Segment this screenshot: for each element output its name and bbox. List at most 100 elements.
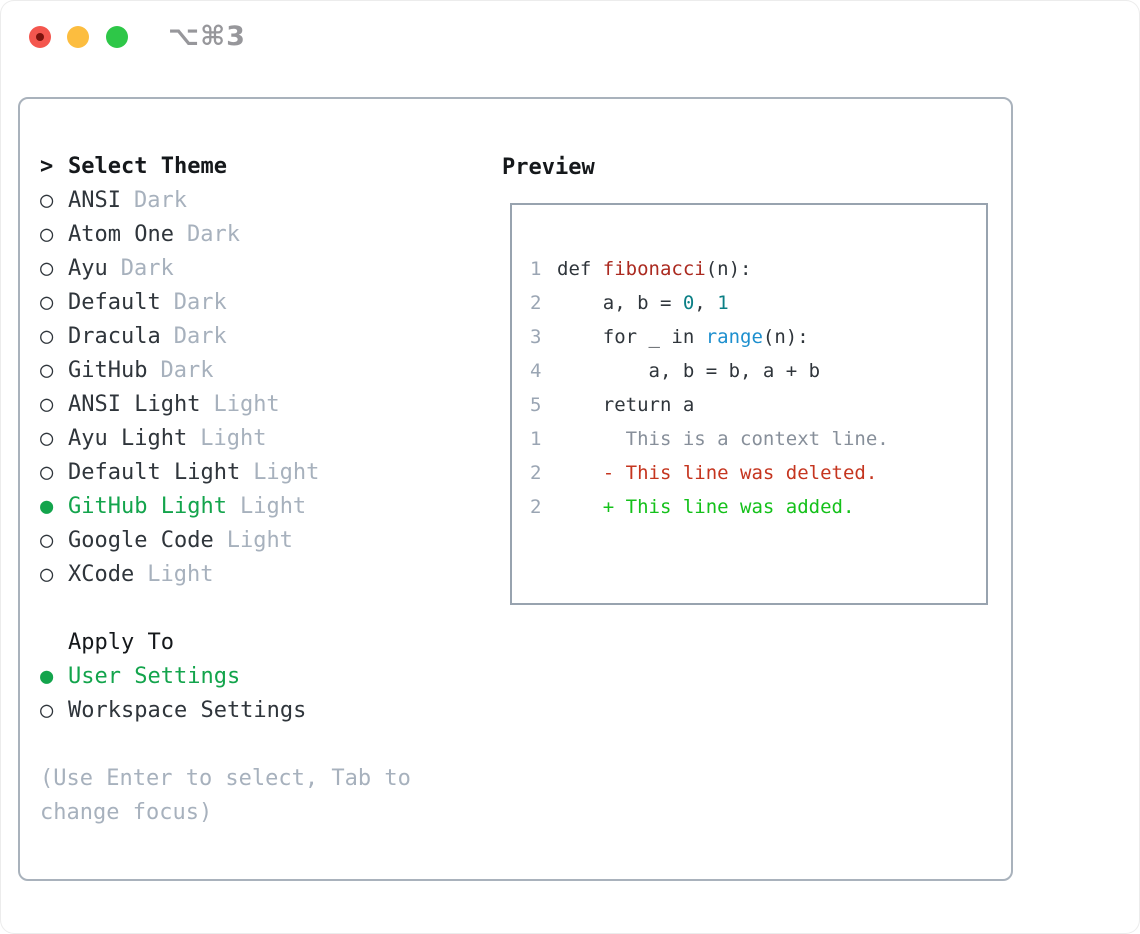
theme-option[interactable]: ○ Google Code Light (40, 524, 411, 558)
code-token: a, b = b, a + b (557, 360, 821, 382)
theme-variant: Dark (173, 290, 227, 315)
line-number: 4 (530, 360, 542, 382)
theme-variant: Dark (133, 188, 187, 213)
radio-unselected-icon: ○ (40, 188, 54, 213)
theme-name: Default Light (68, 460, 241, 485)
select-theme-label: Select Theme (68, 154, 227, 179)
theme-name: Default (68, 290, 161, 315)
theme-option[interactable]: ○ Default Dark (40, 286, 411, 320)
theme-name: Ayu (68, 256, 108, 281)
theme-name: Ayu Light (68, 426, 188, 451)
theme-name: GitHub Light (68, 494, 227, 519)
theme-option[interactable]: ○ Ayu Light Light (40, 422, 411, 456)
record-dot-icon (36, 33, 44, 41)
radio-unselected-icon: ○ (40, 324, 54, 349)
window-title: ⌥⌘3 (168, 21, 246, 52)
theme-variant: Light (239, 494, 307, 519)
code-token: a, b = (557, 292, 683, 314)
code-token: for _ in (557, 326, 706, 348)
theme-name: Dracula (68, 324, 161, 349)
radio-unselected-icon: ○ (40, 528, 54, 553)
code-token: (n): (762, 326, 809, 348)
line-number: 2 (530, 462, 542, 484)
line-number: 5 (530, 394, 542, 416)
apply-option-label: Workspace Settings (68, 698, 307, 723)
minimize-button[interactable] (67, 26, 89, 48)
theme-variant: Light (200, 426, 267, 451)
code-line: 2 a, b = 0, 1 (530, 286, 986, 320)
radio-unselected-icon: ○ (40, 290, 54, 315)
radio-selected-icon: ● (40, 664, 54, 689)
code-token: + This line was added. (557, 496, 855, 518)
close-button[interactable] (29, 26, 51, 48)
line-number: 1 (530, 428, 542, 450)
line-number: 1 (530, 258, 542, 280)
apply-to-label: Apply To (68, 630, 174, 655)
code-token: - This line was deleted. (557, 462, 878, 484)
theme-name: XCode (68, 562, 135, 587)
apply-option[interactable]: ○Workspace Settings (40, 694, 411, 728)
theme-option[interactable]: ○ Default Light Light (40, 456, 411, 490)
theme-variant: Dark (186, 222, 240, 247)
theme-option[interactable]: ○ ANSI Dark (40, 184, 411, 218)
zoom-button[interactable] (106, 26, 128, 48)
code-token: range (705, 326, 763, 348)
line-number: 2 (530, 496, 542, 518)
apply-header-spacer (40, 626, 68, 660)
theme-variant: Dark (120, 256, 174, 281)
code-line: 1 This is a context line. (530, 422, 986, 456)
theme-variant: Light (147, 562, 214, 587)
apply-option[interactable]: ● User Settings (40, 660, 411, 694)
prompt-caret-icon: > (40, 154, 54, 179)
theme-variant: Light (226, 528, 293, 553)
code-line: 4 a, b = b, a + b (530, 354, 986, 388)
theme-option[interactable]: ○ Atom One Dark (40, 218, 411, 252)
code-token: This is a context line. (557, 428, 889, 450)
radio-unselected-icon: ○ (40, 460, 54, 485)
theme-option[interactable]: ○ ANSI Light Light (40, 388, 411, 422)
code-line: 2 - This line was deleted. (530, 456, 986, 490)
code-token: (n): (705, 258, 752, 280)
code-token: 1 (717, 292, 729, 314)
theme-variant: Dark (173, 324, 227, 349)
apply-to-header: Apply To (40, 626, 411, 660)
theme-name: ANSI (68, 188, 121, 213)
theme-option[interactable]: ○ Dracula Dark (40, 320, 411, 354)
code-token: fibonacci (602, 258, 706, 280)
line-number: 3 (530, 326, 542, 348)
theme-name: Atom One (68, 222, 174, 247)
theme-name: Google Code (68, 528, 214, 553)
code-token: 0 (682, 292, 695, 314)
theme-option[interactable]: ● GitHub Light Light (40, 490, 411, 524)
code-line: 3 for _ in range(n): (530, 320, 986, 354)
code-line: 5 return a (530, 388, 986, 422)
code-token: return a (557, 394, 695, 416)
theme-name: ANSI Light (68, 392, 201, 417)
line-number: 2 (530, 292, 542, 314)
code-token: def (557, 258, 603, 280)
apply-option-label: User Settings (68, 664, 241, 689)
radio-unselected-icon: ○ (40, 392, 54, 417)
radio-unselected-icon: ○ (40, 222, 54, 247)
radio-unselected-icon: ○ (40, 426, 54, 451)
apply-to-section: Apply To ● User Settings ○Workspace Settin… (40, 626, 411, 728)
apply-options-list: ● User Settings ○Workspace Settings (40, 660, 411, 728)
radio-selected-icon: ● (40, 494, 54, 519)
hint-line: (Use Enter to select, Tab to (40, 766, 411, 791)
theme-variant: Light (253, 460, 320, 485)
code-line: 2 + This line was added. (530, 490, 986, 524)
theme-variant: Light (213, 392, 280, 417)
code-line: 1 def fibonacci(n): (530, 252, 986, 286)
preview-label: Preview (502, 155, 595, 180)
theme-variant: Dark (160, 358, 214, 383)
